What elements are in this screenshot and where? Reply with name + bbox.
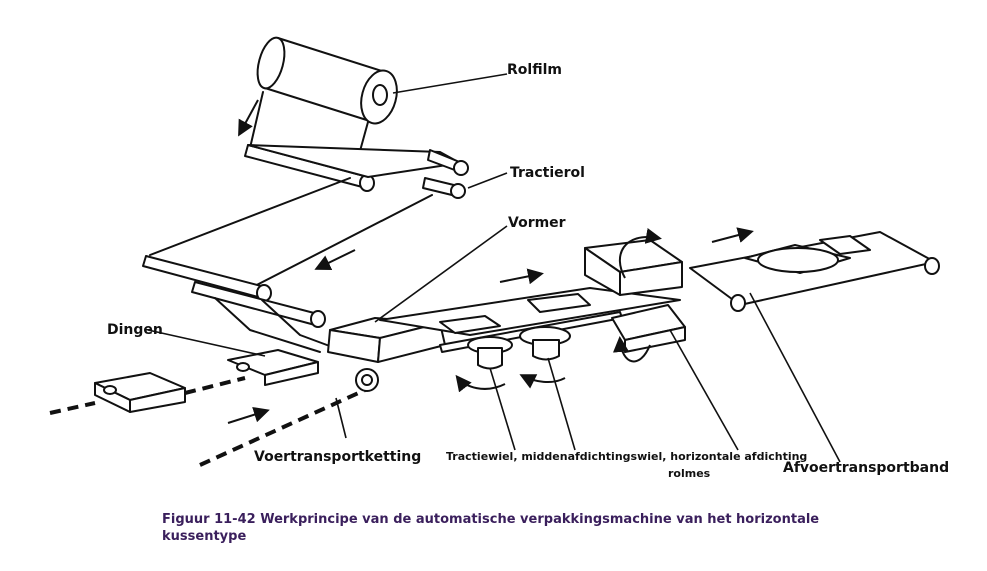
infeed-chain (49, 401, 96, 415)
label-voertransportketting: Voertransportketting (254, 449, 422, 465)
label-afvoertransportband: Afvoertransportband (783, 460, 950, 476)
label-rolfilm: Rolfilm (507, 62, 562, 78)
label-dingen: Dingen (107, 322, 163, 338)
discharge-conveyor (689, 231, 940, 312)
infeed-chain (184, 376, 246, 395)
leader-lines (147, 73, 841, 463)
guide-rollers (142, 255, 336, 353)
film-web (246, 194, 433, 291)
traction-rollers (244, 144, 469, 199)
horizontal-sealer-jaws (584, 239, 686, 353)
label-tractierol: Tractierol (510, 165, 585, 181)
label-vormer: Vormer (508, 215, 566, 231)
sealing-wheels (467, 326, 571, 370)
chain-sprocket (361, 374, 373, 386)
motion-arrows (227, 99, 754, 424)
machine-illustration (49, 36, 940, 467)
label-rolmes: rolmes (668, 467, 711, 480)
label-wielen: Tractiewiel, middenafdichtingswiel, hori… (446, 450, 808, 463)
products (94, 349, 319, 413)
film-web (149, 177, 351, 256)
film-web (249, 91, 264, 149)
film-roll (256, 36, 398, 125)
figure-caption: Figuur 11-42 Werkprincipe van de automat… (162, 512, 820, 544)
